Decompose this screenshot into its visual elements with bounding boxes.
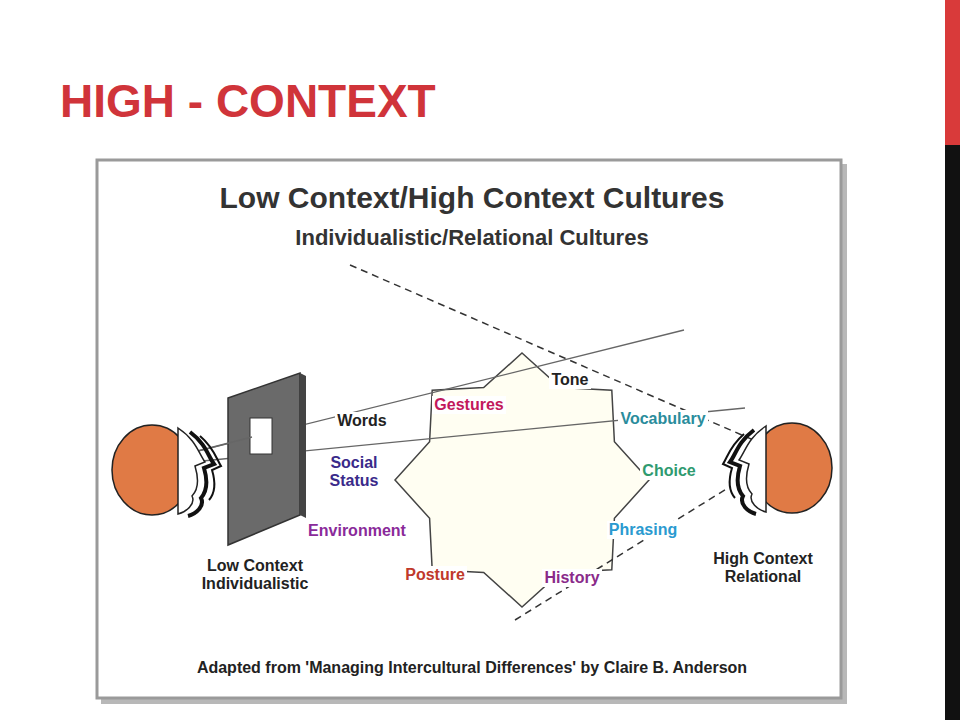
diagram-heading: Low Context/High Context Cultures	[220, 181, 725, 216]
cue-label: History	[542, 569, 601, 587]
cue-label: Tone	[549, 371, 590, 389]
cue-label: Vocabulary	[618, 410, 707, 428]
image-frame	[97, 160, 841, 698]
cue-label: Posture	[403, 566, 467, 584]
right-head	[723, 423, 832, 514]
culture-label: Low Context Individualistic	[185, 557, 325, 594]
wall-window	[250, 418, 272, 454]
cue-label: Words	[335, 412, 388, 430]
cue-label: Gestures	[432, 396, 505, 414]
slide-title: HIGH - CONTEXT	[60, 75, 436, 128]
source-caption: Adapted from 'Managing Intercultural Dif…	[197, 659, 747, 677]
cue-label: Phrasing	[607, 521, 679, 539]
wall-edge	[300, 373, 306, 518]
cue-label: Choice	[640, 462, 697, 480]
accent-bar	[945, 145, 960, 720]
left-head	[112, 425, 221, 516]
diagram-subheading: Individualistic/Relational Cultures	[295, 225, 648, 250]
accent-bar	[945, 0, 960, 145]
dashed-sightline	[515, 488, 728, 620]
cue-label: Social Status	[317, 454, 391, 491]
dashed-sightline	[350, 265, 758, 442]
context-star	[395, 353, 649, 607]
culture-label: High Context Relational	[698, 550, 828, 587]
wall	[228, 373, 300, 545]
cue-label: Environment	[306, 522, 408, 540]
